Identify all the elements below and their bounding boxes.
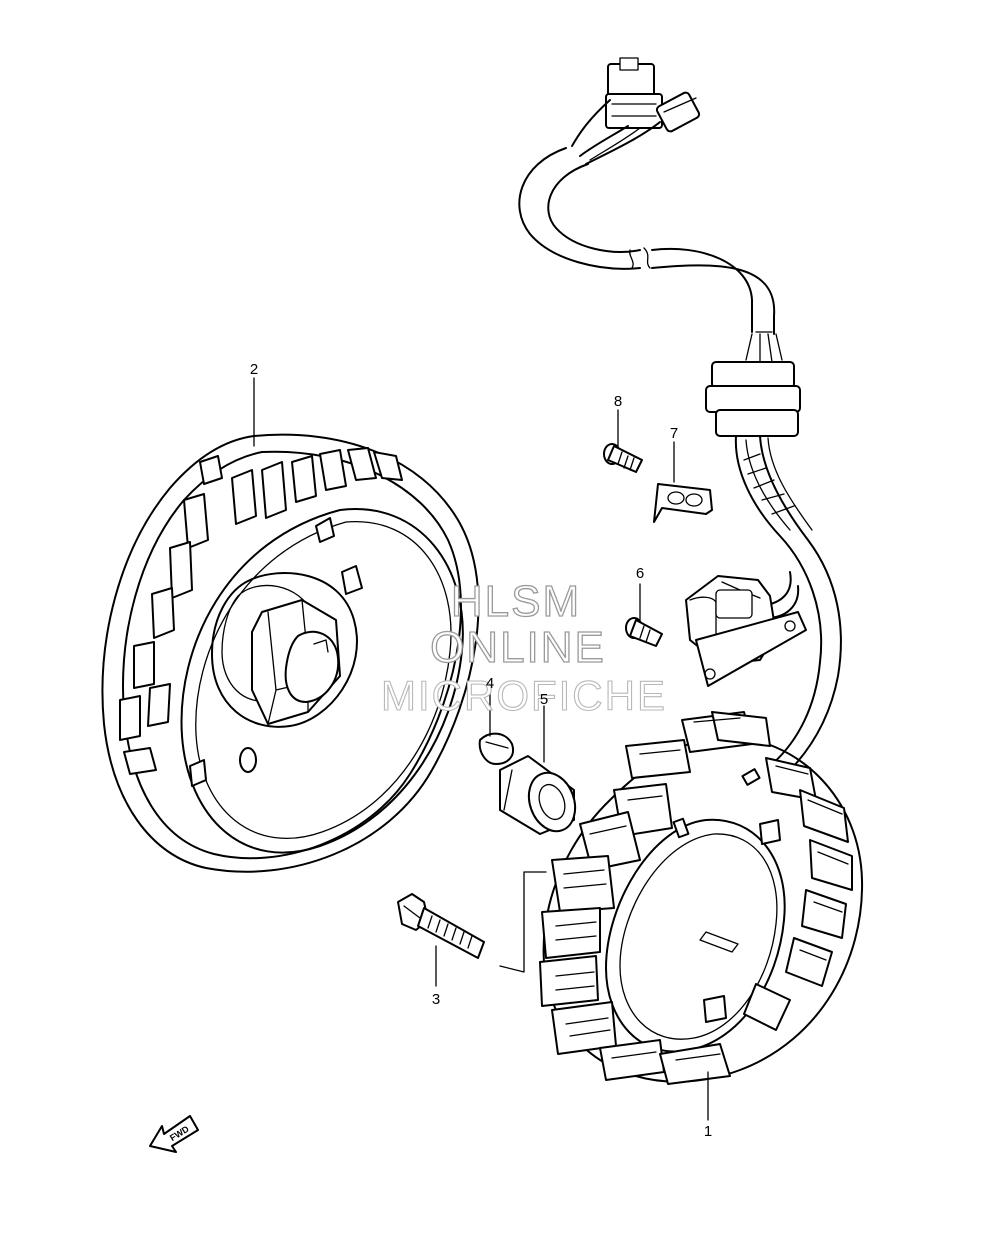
- callout-7: 7: [670, 425, 678, 442]
- watermark-line-3: MICROFICHE: [381, 672, 667, 719]
- watermark: HLSM ONLINE MICROFICHE: [380, 576, 667, 719]
- callout-5: 5: [540, 691, 548, 708]
- clamp-screw: [603, 443, 643, 473]
- callout-4: 4: [486, 675, 494, 692]
- watermark-line-1: HLSM: [451, 577, 581, 626]
- watermark-line-2: ONLINE: [430, 623, 606, 672]
- wiring-harness: [518, 57, 842, 779]
- callout-1: 1: [704, 1123, 712, 1140]
- callout-8: 8: [614, 393, 622, 410]
- callout-numbers: 1 2 3 4 5 6 7 8: [250, 361, 712, 1140]
- callout-2: 2: [250, 361, 258, 378]
- stator-assembly: [539, 711, 864, 1085]
- rotor-flywheel: [101, 433, 480, 873]
- pickup-screw: [625, 617, 663, 647]
- rotor-bolt: [397, 893, 485, 959]
- callout-6: 6: [636, 565, 644, 582]
- woodruff-key: [478, 732, 514, 765]
- bushing: [499, 755, 577, 835]
- callout-leaders: [253, 377, 709, 1121]
- wire-clamp: [653, 483, 713, 523]
- fwd-arrow-icon: FWD: [149, 1115, 199, 1153]
- callout-3: 3: [432, 991, 440, 1008]
